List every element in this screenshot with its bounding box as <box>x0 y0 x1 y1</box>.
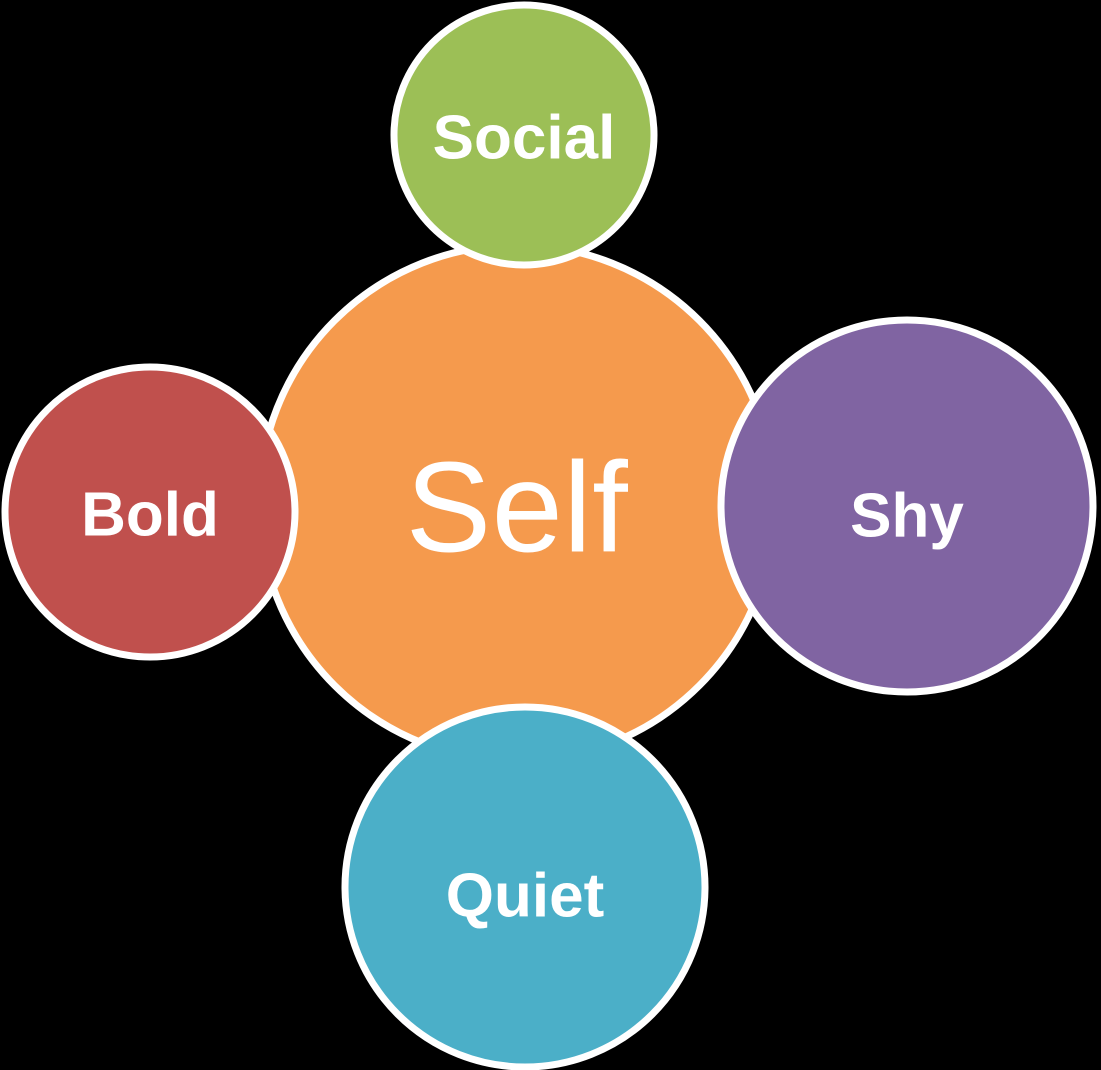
satellite-node-social[interactable]: Social <box>390 1 658 269</box>
satellite-node-shy[interactable]: Shy <box>717 316 1097 696</box>
satellite-node-quiet[interactable]: Quiet <box>341 703 709 1070</box>
satellite-node-label-quiet: Quiet <box>446 862 604 931</box>
satellite-node-bold[interactable]: Bold <box>1 363 299 661</box>
center-node-self[interactable]: Self <box>255 241 779 765</box>
center-node-label: Self <box>406 437 629 580</box>
satellite-node-circle-shy <box>717 316 1097 696</box>
satellite-node-circle-quiet <box>341 703 709 1070</box>
satellite-node-label-shy: Shy <box>850 482 964 551</box>
satellite-node-label-social: Social <box>433 104 616 173</box>
satellite-node-label-bold: Bold <box>81 481 219 550</box>
satellite-node-circle-social <box>390 1 658 269</box>
satellite-node-circle-bold <box>1 363 299 661</box>
